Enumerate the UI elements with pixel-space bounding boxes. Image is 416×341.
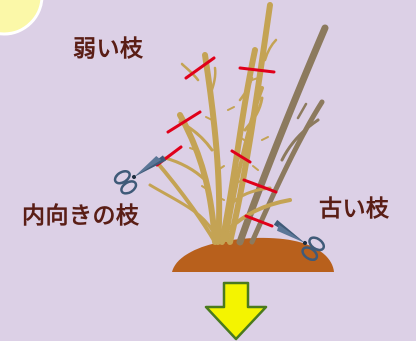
cut-mark [230,149,252,164]
branch-thorns [189,77,269,201]
cut-mark [238,66,276,74]
down-arrow-icon [204,281,268,341]
scissors-icon [273,219,326,262]
soil-mound [172,237,334,272]
cut-mark [184,56,216,80]
scissors-icon [113,155,167,195]
cut-mark [166,110,202,134]
weak-branch-label: 弱い枝 [73,36,144,62]
cut-mark [242,178,278,194]
cut-marks [155,56,278,228]
young-branches [148,2,292,245]
cut-mark [244,214,274,228]
old-branch-label: 古い枝 [319,196,390,222]
inward-branch-label: 内向きの枝 [22,203,140,229]
corner-circle [0,0,44,36]
